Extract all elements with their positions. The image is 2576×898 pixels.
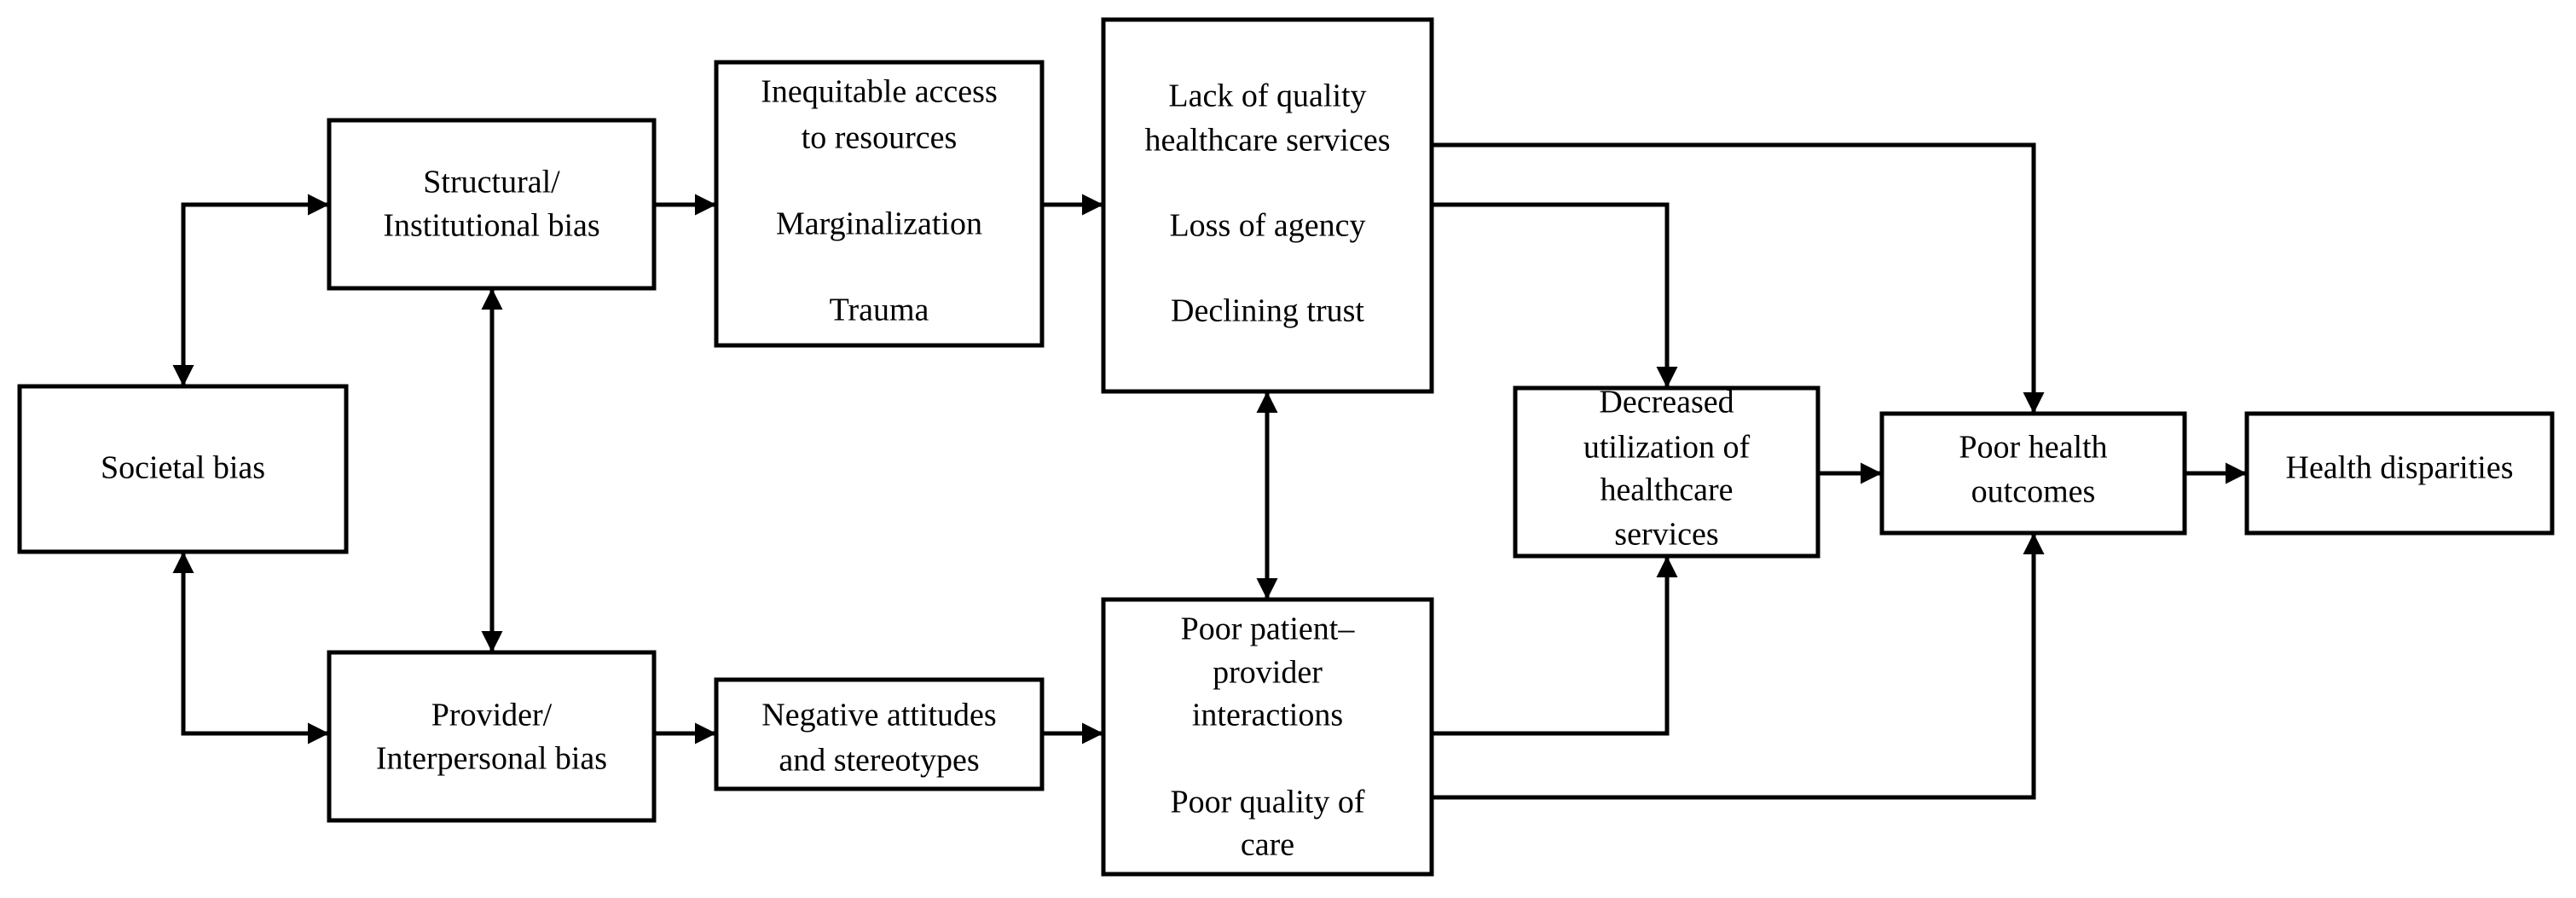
arrow-societal-bias-to-provider-bias xyxy=(172,552,329,744)
node-label-provider-bias-line-2: Interpersonal bias xyxy=(376,741,607,777)
node-box-health-disparities xyxy=(2244,411,2555,536)
node-box-inequitable-access xyxy=(714,60,1045,348)
node-label-decreased-utilization-line-4: services xyxy=(1614,517,1718,553)
arrow-poor-interactions-to-decreased-utilization xyxy=(1432,556,1678,736)
node-negative-attitudes: Negative attitudes and stereotypes xyxy=(714,677,1045,791)
node-label-decreased-utilization-line-3: healthcare xyxy=(1600,472,1733,508)
node-box-negative-attitudes xyxy=(714,677,1045,791)
node-label-lack-of-quality-line-4: Declining trust xyxy=(1171,293,1364,329)
node-decreased-utilization: Decreased utilization of healthcare service… xyxy=(1513,385,1821,559)
node-structural-bias: Structural/Institutional bias xyxy=(327,118,657,291)
node-label-inequitable-access-line-3: Marginalization xyxy=(776,206,982,242)
node-box-decreased-utilization xyxy=(1513,385,1821,559)
nodes-layer: Societal bias Structural/Institutional bi… xyxy=(17,17,2555,877)
node-label-inequitable-access-line-1: Inequitable access xyxy=(761,74,997,110)
node-label-lack-of-quality-line-3: Loss of agency xyxy=(1169,208,1365,244)
node-label-health-disparities-line-1: Health disparities xyxy=(2286,450,2514,486)
node-label-lack-of-quality-line-2: healthcare services xyxy=(1145,123,1391,159)
arrow-lack-of-quality-to-poor-outcomes xyxy=(1432,142,2045,414)
node-label-decreased-utilization-line-1: Decreased xyxy=(1599,385,1734,420)
arrow-societal-bias-to-structural-bias xyxy=(172,194,329,386)
node-label-poor-interactions-line-2: provider xyxy=(1213,655,1323,691)
node-label-poor-interactions-line-1: Poor patient– xyxy=(1181,611,1356,647)
node-label-inequitable-access-line-2: to resources xyxy=(802,120,958,156)
node-label-negative-attitudes-line-2: and stereotypes xyxy=(779,743,979,779)
arrow-poor-interactions-to-poor-outcomes xyxy=(1432,533,2045,800)
node-label-structural-bias-line-1: Structural/ xyxy=(423,165,560,200)
node-box-lack-of-quality xyxy=(1101,17,1434,394)
arrow-lack-of-quality-to-decreased-utilization xyxy=(1432,202,1678,388)
node-label-decreased-utilization-line-2: utilization of xyxy=(1583,430,1751,466)
node-provider-bias: Provider/Interpersonal bias xyxy=(327,650,657,823)
node-inequitable-access: Inequitable access to resourcesMarginaliz… xyxy=(714,60,1045,348)
node-label-poor-interactions-line-4: Poor quality of xyxy=(1171,785,1365,820)
node-label-societal-bias-line-1: Societal bias xyxy=(101,450,265,486)
node-label-lack-of-quality-line-1: Lack of quality xyxy=(1168,78,1366,114)
node-box-provider-bias xyxy=(327,650,657,823)
node-societal-bias: Societal bias xyxy=(17,384,349,554)
node-box-structural-bias xyxy=(327,118,657,291)
node-label-structural-bias-line-2: Institutional bias xyxy=(383,208,599,244)
node-poor-outcomes: Poor health outcomes xyxy=(1879,411,2187,536)
node-label-provider-bias-line-1: Provider/ xyxy=(431,698,553,733)
node-box-societal-bias xyxy=(17,384,349,554)
node-box-poor-outcomes xyxy=(1879,411,2187,536)
node-label-negative-attitudes-line-1: Negative attitudes xyxy=(761,698,996,733)
node-label-poor-interactions-line-3: interactions xyxy=(1192,698,1343,733)
node-label-poor-outcomes-line-1: Poor health xyxy=(1959,430,2107,466)
node-label-inequitable-access-line-4: Trauma xyxy=(830,293,929,328)
node-label-poor-outcomes-line-2: outcomes xyxy=(1971,474,2096,510)
node-label-poor-interactions-line-5: care xyxy=(1241,827,1294,863)
node-health-disparities: Health disparities xyxy=(2244,411,2555,536)
edges-layer xyxy=(172,142,2247,800)
node-box-poor-interactions xyxy=(1101,597,1434,877)
